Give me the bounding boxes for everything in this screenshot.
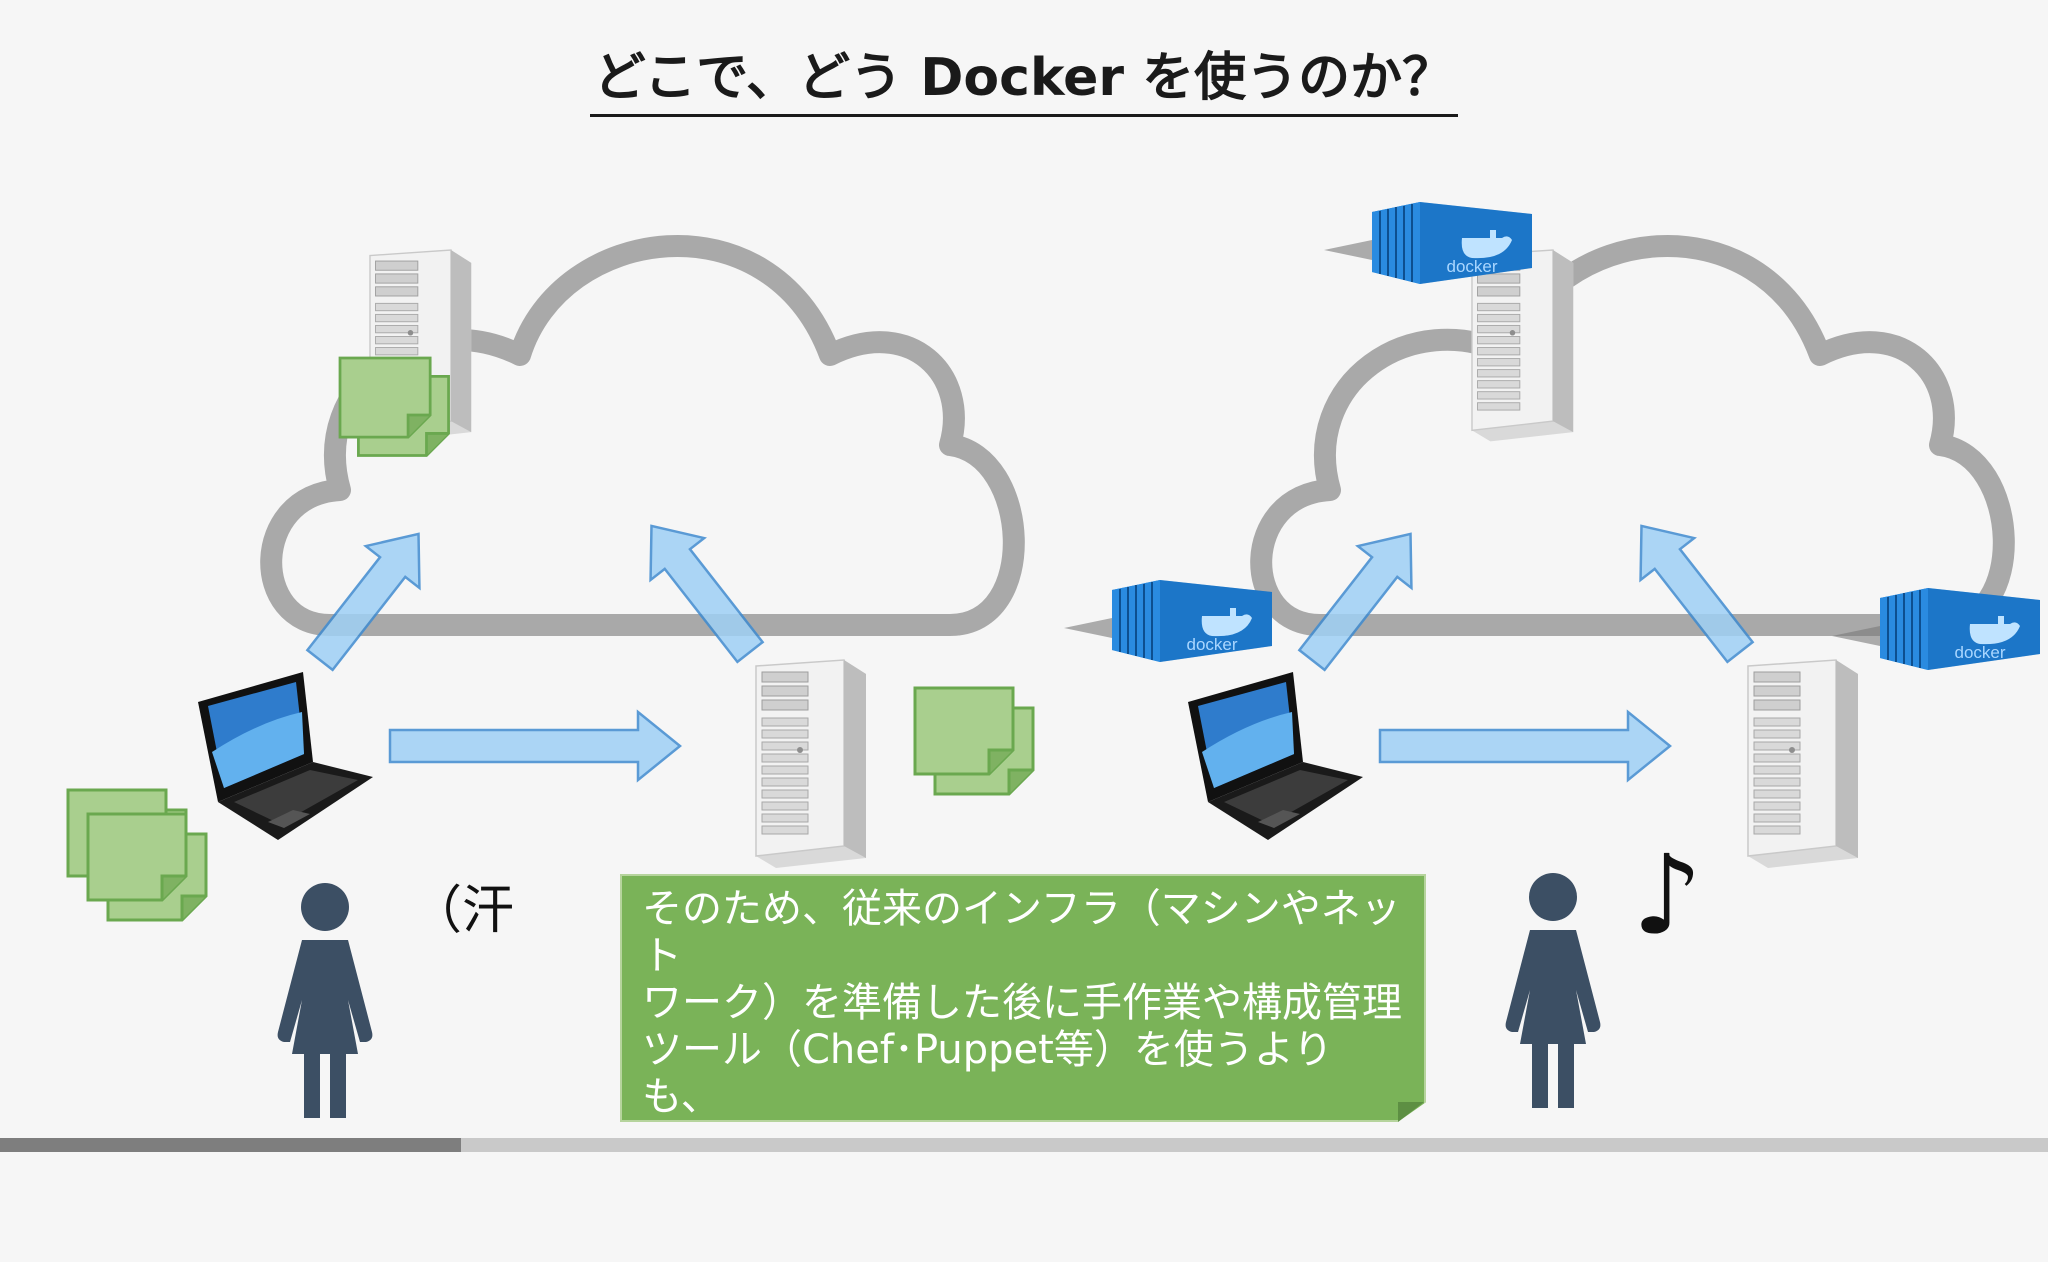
- arrow-laptop-to-cloud: [305, 532, 421, 672]
- docker-label: docker: [1446, 257, 1497, 276]
- slide-title-text: どこで、どう Docker を使うのか？: [589, 52, 1459, 117]
- music-note-icon: ♪: [1632, 831, 1703, 959]
- server-icon: [755, 659, 867, 869]
- laptop-icon: [198, 672, 373, 840]
- docker-label: docker: [1954, 643, 2005, 662]
- arrow-server-to-cloud: [649, 524, 765, 664]
- sweat-reaction-label: （汗: [410, 881, 515, 941]
- explanation-callout: そのため、従来のインフラ（マシンやネット ワーク）を準備した後に手作業や構成管理…: [620, 874, 1426, 1122]
- server-icon: [1747, 659, 1859, 869]
- docker-label: docker: [1186, 635, 1237, 654]
- person-icon: [277, 883, 373, 1118]
- arrow-server-to-cloud: [1639, 524, 1755, 664]
- left-scenario: [66, 246, 1035, 1118]
- arrow-laptop-to-server: [1378, 709, 1672, 783]
- docker-container-icon: docker: [1323, 201, 1533, 285]
- docker-container-icon: docker: [1831, 587, 2041, 671]
- docker-deployment-diagram: docker docker docker: [66, 201, 2041, 1118]
- laptop-icon: [1188, 672, 1363, 840]
- person-icon: [1505, 873, 1601, 1108]
- config-files-icon: [86, 812, 208, 922]
- right-scenario: docker docker docker: [1063, 201, 2041, 1108]
- arrow-laptop-to-server: [388, 709, 682, 783]
- config-files-icon: [913, 686, 1035, 796]
- callout-text: そのため、従来のインフラ（マシンやネット ワーク）を準備した後に手作業や構成管理…: [642, 886, 1402, 1261]
- cloud-server-icon: [1471, 249, 1574, 443]
- docker-container-icon: docker: [1063, 579, 1273, 663]
- arrow-laptop-to-cloud: [1297, 532, 1413, 672]
- slide-progress-fill: [0, 1138, 461, 1152]
- slide-title: どこで、どう Docker を使うのか？: [0, 52, 2048, 117]
- slide-progress-bar: [0, 1138, 2048, 1152]
